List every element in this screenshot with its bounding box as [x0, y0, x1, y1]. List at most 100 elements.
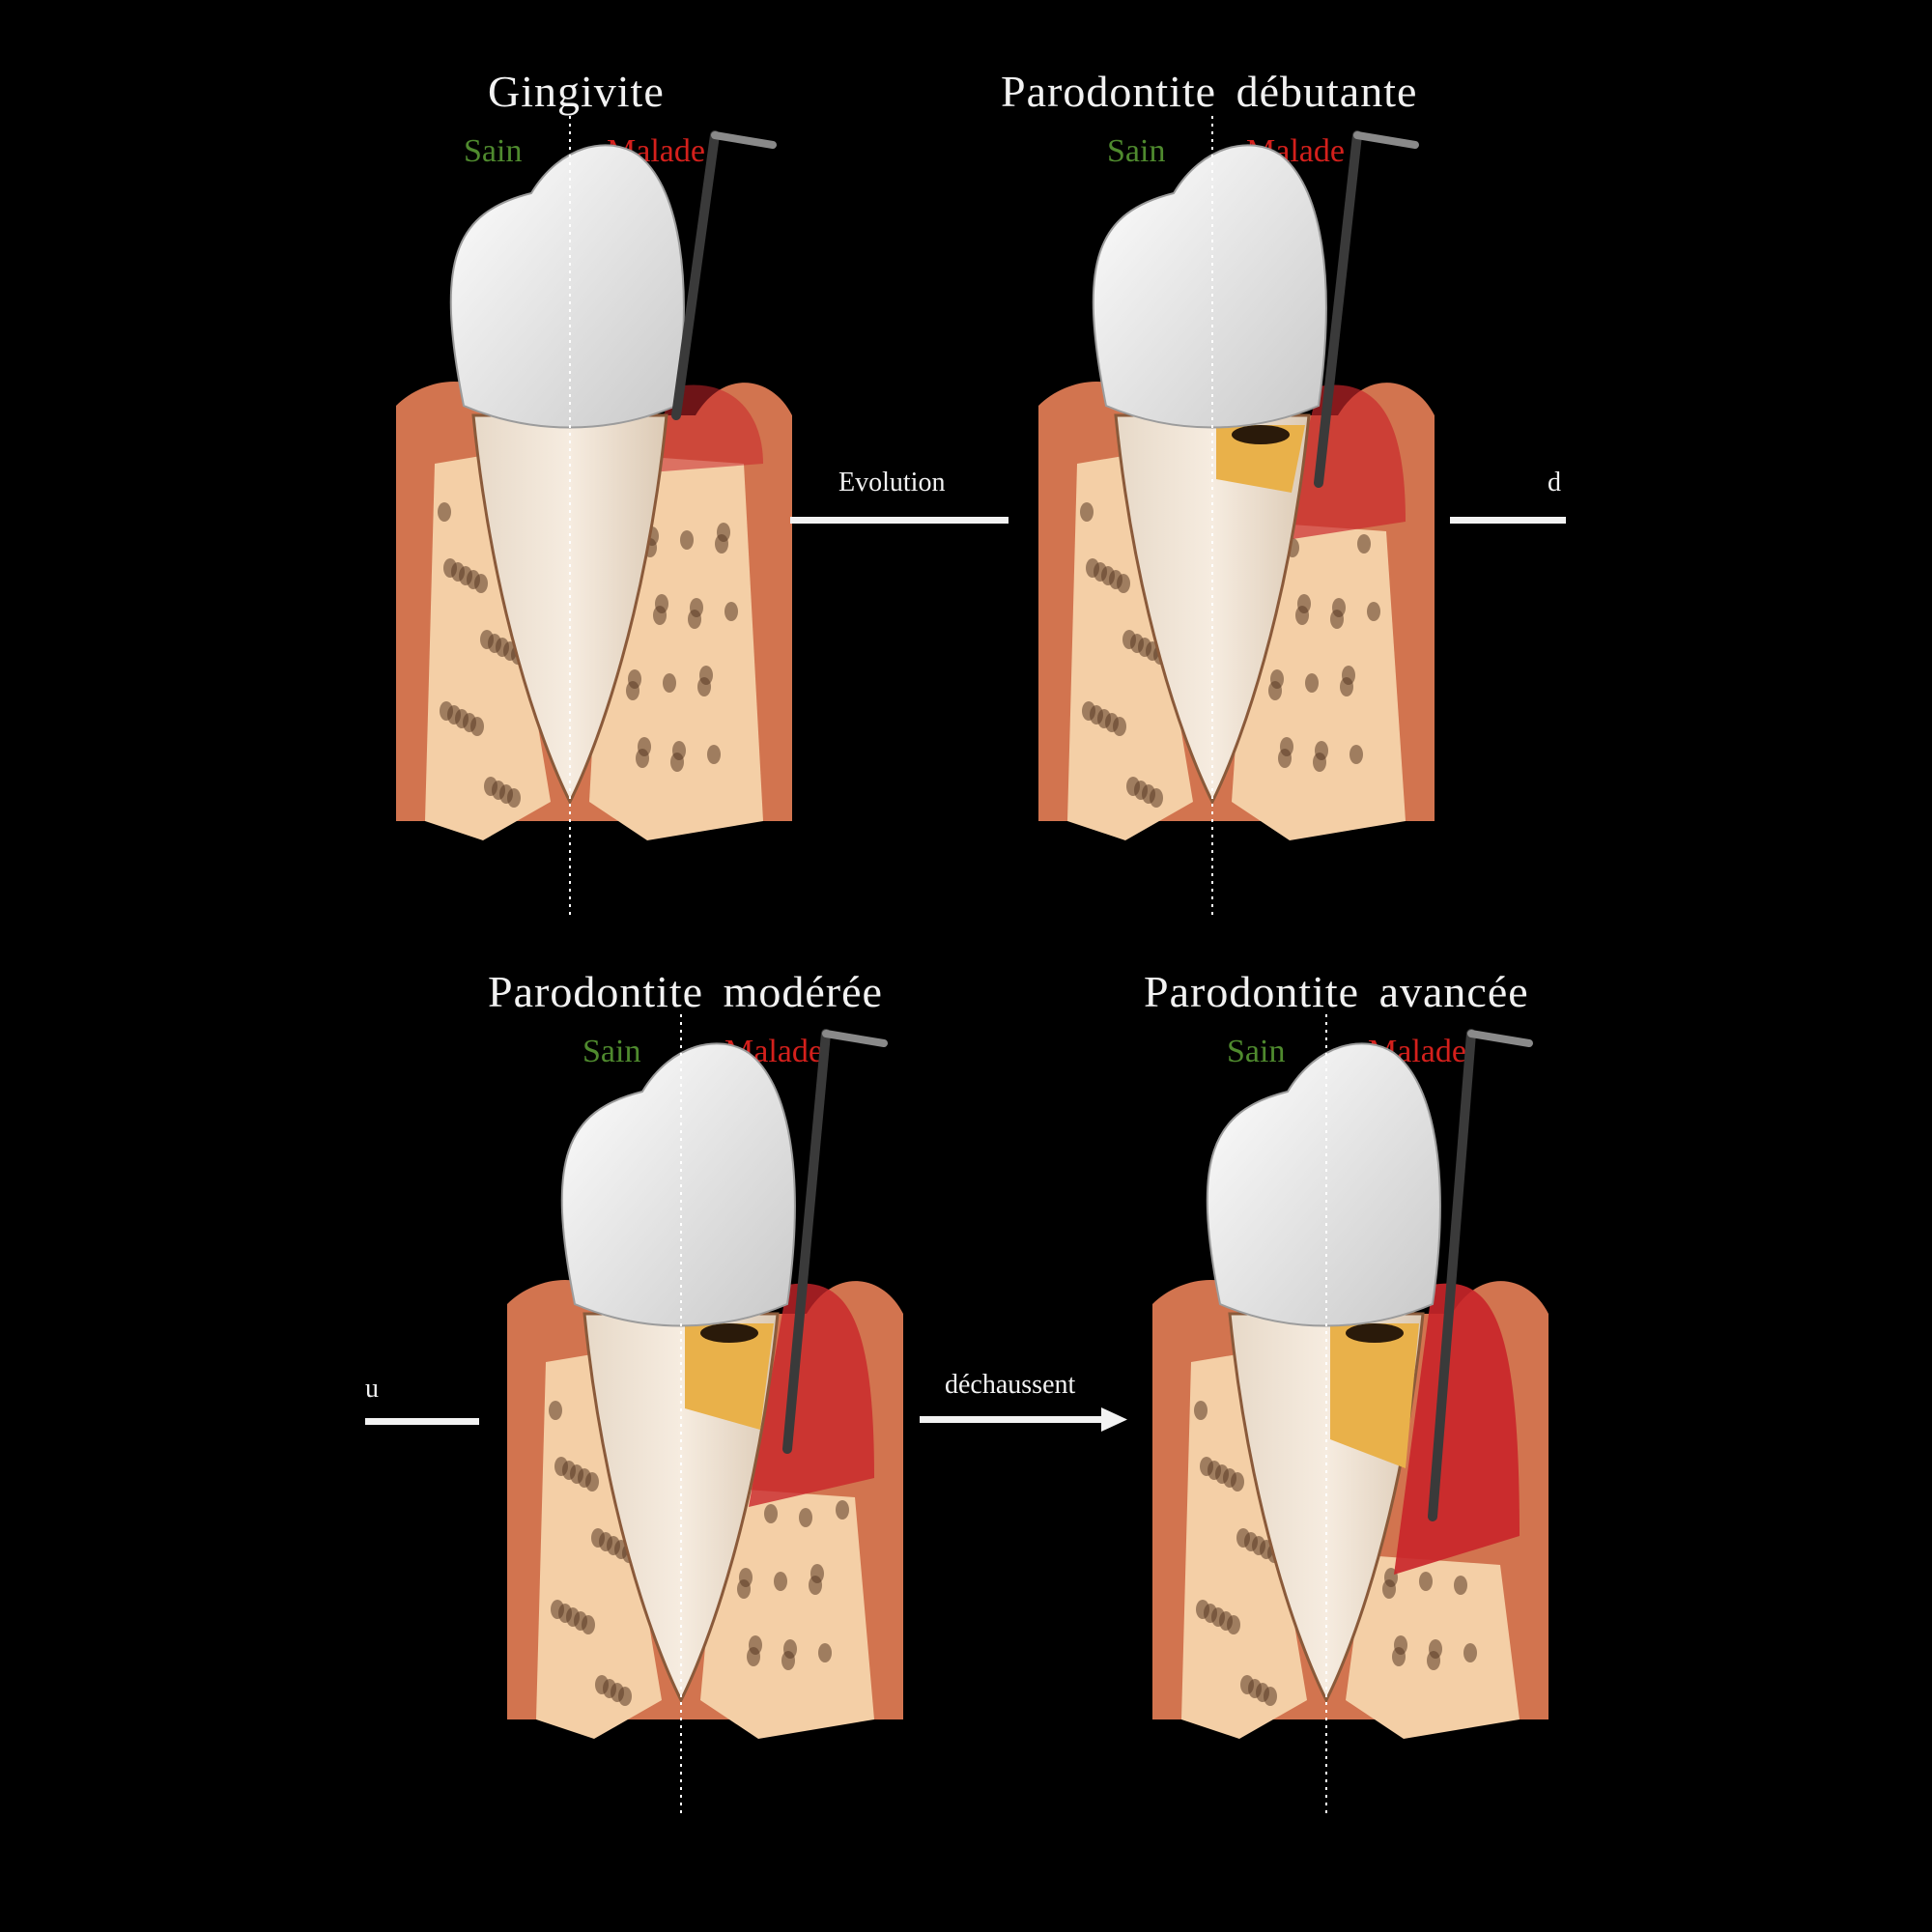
bone-pore	[591, 1528, 605, 1548]
tartar-deposit	[1330, 1323, 1419, 1468]
bone-pore	[1332, 598, 1346, 617]
bone-pore	[774, 1572, 787, 1591]
bone-pore	[1367, 602, 1380, 621]
bone-pore	[680, 530, 694, 550]
bone-pore	[1196, 1600, 1209, 1619]
periodontal-probe	[671, 130, 720, 420]
probe-handle	[1353, 131, 1419, 149]
probe-handle	[822, 1030, 888, 1047]
bone-pore	[551, 1600, 564, 1619]
inflamed-gum	[1280, 384, 1406, 541]
bone-pore	[1305, 673, 1319, 693]
bone-pore	[717, 523, 730, 542]
panel-title-parodontite-debutante: Parodontite débutante	[1001, 67, 1418, 116]
periodontal-probe	[1314, 130, 1362, 488]
bone-pore	[1315, 741, 1328, 760]
bone-pore	[480, 630, 494, 649]
bone-pore	[764, 1504, 778, 1523]
panel-title-parodontite-avancee: Parodontite avancée	[1144, 967, 1529, 1016]
bone-pore	[1240, 1675, 1254, 1694]
bone-pore	[554, 1457, 568, 1476]
bone-pore	[724, 602, 738, 621]
bone-pore	[1463, 1643, 1477, 1662]
bone-pore	[549, 1401, 562, 1420]
tartar-deposit	[685, 1323, 774, 1430]
bone-pore	[672, 741, 686, 760]
bone-pore	[1126, 777, 1140, 796]
bone-pore	[1429, 1639, 1442, 1659]
arrow-line-1	[790, 517, 1009, 524]
bone-pore	[783, 1639, 797, 1659]
arrow-4-with-head	[920, 1407, 1127, 1432]
bone-pore	[440, 701, 453, 721]
bone-pore	[836, 1500, 849, 1520]
probe-handle	[1467, 1030, 1533, 1047]
bone-pore	[438, 502, 451, 522]
arrow-label-cropped-d: d	[1548, 468, 1561, 497]
bone-pore	[1080, 502, 1094, 522]
bone-pore	[699, 666, 713, 685]
tooth-root	[1114, 413, 1311, 806]
bone-pore	[1194, 1401, 1208, 1420]
bone-pore	[638, 737, 651, 756]
alveolar-bone-right	[700, 1488, 874, 1739]
bone-pore	[818, 1643, 832, 1662]
tooth-illustration-parodontite-avancee	[1152, 1014, 1548, 1816]
arrow-label-evolution: Evolution	[838, 468, 946, 497]
tooth-illustration-parodontite-moderee	[507, 1014, 903, 1816]
panel-title-parodontite-moderee: Parodontite modérée	[488, 967, 883, 1016]
arrow-label-dechaussent: déchaussent	[945, 1370, 1076, 1400]
bone-pore	[707, 745, 721, 764]
calculus-spot	[1232, 425, 1290, 444]
bone-pore	[690, 598, 703, 617]
bone-pore	[1280, 737, 1293, 756]
bone-pore	[1342, 666, 1355, 685]
bone-pore	[1454, 1576, 1467, 1595]
bone-pore	[1122, 630, 1136, 649]
bone-pore	[1419, 1572, 1433, 1591]
panel-title-gingivite: Gingivite	[488, 67, 665, 116]
label-sain-1: Sain	[464, 133, 523, 169]
bone-pore	[663, 673, 676, 693]
tooth-crown	[1206, 1042, 1441, 1327]
bone-pore	[1086, 558, 1099, 578]
periodontal-probe	[1428, 1029, 1476, 1521]
arrow-line-3	[365, 1418, 479, 1425]
arrow-line-2	[1450, 517, 1566, 524]
bone-pore	[628, 669, 641, 689]
arrow-label-cropped-u: u	[365, 1374, 379, 1404]
bone-pore	[484, 777, 497, 796]
bone-pore	[1200, 1457, 1213, 1476]
probe-handle	[711, 131, 777, 149]
tooth-illustration-gingivite	[396, 116, 792, 918]
calculus-spot	[700, 1323, 758, 1343]
bone-pore	[749, 1635, 762, 1655]
tooth-crown	[560, 1042, 796, 1327]
bone-pore	[1082, 701, 1095, 721]
label-sain-3: Sain	[582, 1034, 641, 1069]
bone-pore	[655, 594, 668, 613]
inflamed-gum	[749, 1283, 874, 1507]
inflamed-gum	[1394, 1283, 1520, 1575]
bone-pore	[1270, 669, 1284, 689]
bone-pore	[1357, 534, 1371, 554]
periodontal-probe	[782, 1029, 831, 1454]
label-sain-4: Sain	[1227, 1034, 1286, 1069]
bone-pore	[1350, 745, 1363, 764]
tooth-illustration-parodontite-debutante	[1038, 116, 1435, 918]
tooth-crown	[449, 144, 685, 429]
calculus-spot	[1346, 1323, 1404, 1343]
bone-pore	[1297, 594, 1311, 613]
bone-pore	[1236, 1528, 1250, 1548]
bone-pore	[810, 1564, 824, 1583]
tooth-root	[471, 413, 668, 806]
bone-pore	[1394, 1635, 1407, 1655]
bone-pore	[595, 1675, 609, 1694]
bone-pore	[443, 558, 457, 578]
tooth-crown	[1092, 144, 1327, 429]
tartar-deposit	[1216, 425, 1305, 493]
bone-pore	[799, 1508, 812, 1527]
bone-pore	[739, 1568, 753, 1587]
label-sain-2: Sain	[1107, 133, 1166, 169]
